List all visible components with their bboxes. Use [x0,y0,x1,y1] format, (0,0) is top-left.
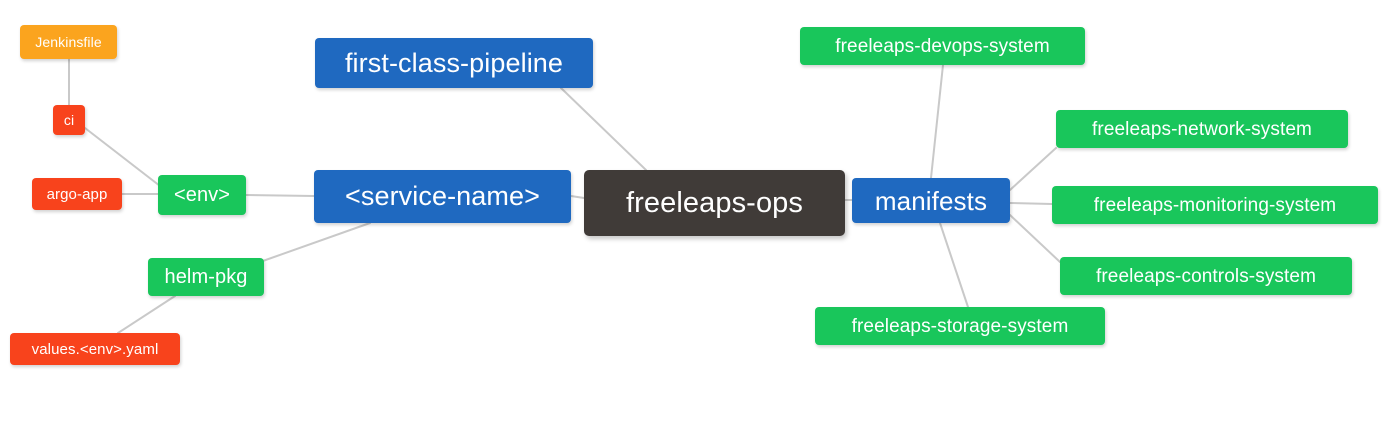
edge-e-pipeline-ops [560,87,647,171]
node-manifests[interactable]: manifests [852,178,1010,223]
edge-e-manifests-network [1009,147,1057,191]
node-argo-app[interactable]: argo-app [32,178,122,210]
edge-e-values-helmpkg [117,295,176,334]
edge-e-manifests-devops [930,64,944,179]
node-freeleaps-network-system[interactable]: freeleaps-network-system [1056,110,1348,148]
node-jenkinsfile[interactable]: Jenkinsfile [20,25,117,59]
node-service-name[interactable]: <service-name> [314,170,571,223]
node-values-env-yaml[interactable]: values.<env>.yaml [10,333,180,365]
node-freeleaps-ops[interactable]: freeleaps-ops [584,170,845,236]
node-helm-pkg[interactable]: helm-pkg [148,258,264,296]
edge-e-manifests-monitor [1009,202,1053,205]
node-env[interactable]: <env> [158,175,246,215]
node-first-class-pipeline[interactable]: first-class-pipeline [315,38,593,88]
edge-e-service-ops [570,195,585,199]
node-freeleaps-storage-system[interactable]: freeleaps-storage-system [815,307,1105,345]
edge-e-helmpkg-service [259,222,371,263]
node-freeleaps-controls-system[interactable]: freeleaps-controls-system [1060,257,1352,295]
edge-e-env-service [245,194,315,197]
edge-e-manifests-storage [939,222,969,308]
node-freeleaps-monitoring-system[interactable]: freeleaps-monitoring-system [1052,186,1378,224]
node-freeleaps-devops-system[interactable]: freeleaps-devops-system [800,27,1085,65]
node-ci[interactable]: ci [53,105,85,135]
